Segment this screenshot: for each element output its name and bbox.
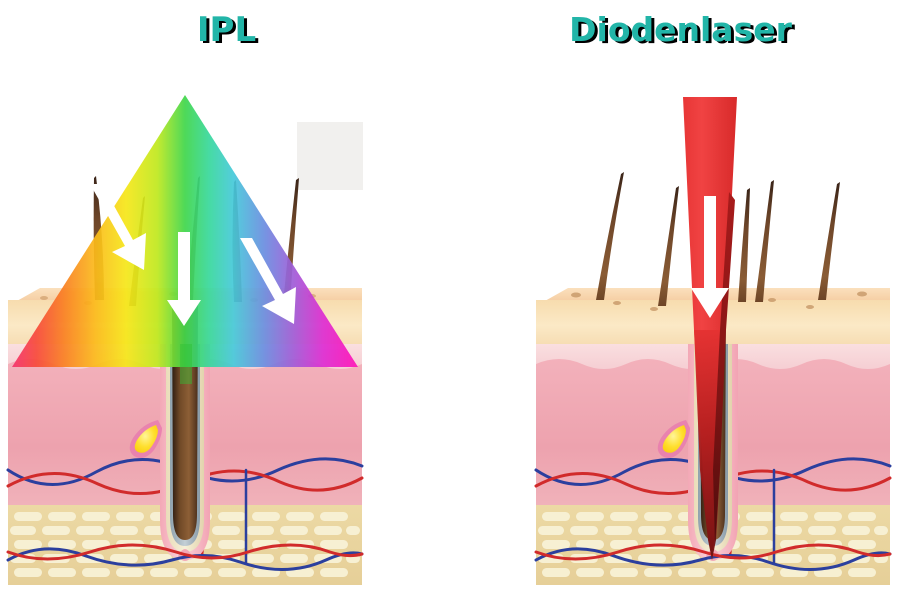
hair-follicle-ipl	[160, 300, 210, 561]
sebaceous-gland-ipl	[129, 420, 162, 458]
beam-body	[683, 97, 737, 560]
beam-sliver	[713, 192, 735, 545]
background-artifact	[297, 122, 363, 190]
vein-lower	[6, 547, 364, 571]
surface-hair-3	[738, 188, 750, 302]
surface-hair-1	[596, 172, 624, 300]
beam-arrow-right	[240, 238, 296, 324]
gland-body	[662, 425, 686, 453]
surface-hairs-diode	[596, 172, 840, 306]
ipl-diagram	[6, 95, 364, 585]
diode-diagram	[534, 97, 892, 585]
skin-pores-diode	[571, 291, 867, 311]
ipl-light-cone	[12, 95, 358, 367]
surface-hair-2	[658, 186, 679, 306]
panel-diode: Diodenlaser	[454, 0, 907, 600]
artery-lower	[6, 543, 364, 561]
panel-title-diode: Diodenlaser	[569, 10, 792, 49]
gland-body	[134, 425, 158, 453]
artery-lower	[534, 543, 892, 561]
surface-hair-4	[755, 180, 774, 302]
beam-arrow-center	[691, 196, 729, 318]
ipl-beam-arrows	[90, 184, 296, 326]
sebaceous-gland-diode	[657, 420, 690, 458]
beam-center-column	[180, 344, 192, 384]
diode-laser-beam	[683, 97, 737, 560]
blood-vessels-lower-ipl	[6, 543, 364, 571]
beam-arrow-center	[167, 232, 201, 326]
surface-hair-5	[818, 182, 840, 300]
diode-beam-arrows	[691, 196, 729, 318]
beam-arrow-left	[90, 184, 146, 270]
panel-title-ipl: IPL	[196, 10, 257, 50]
vein-lower	[534, 547, 892, 571]
panel-ipl: IPL	[0, 0, 453, 600]
blood-vessels-lower-diode	[534, 543, 892, 571]
